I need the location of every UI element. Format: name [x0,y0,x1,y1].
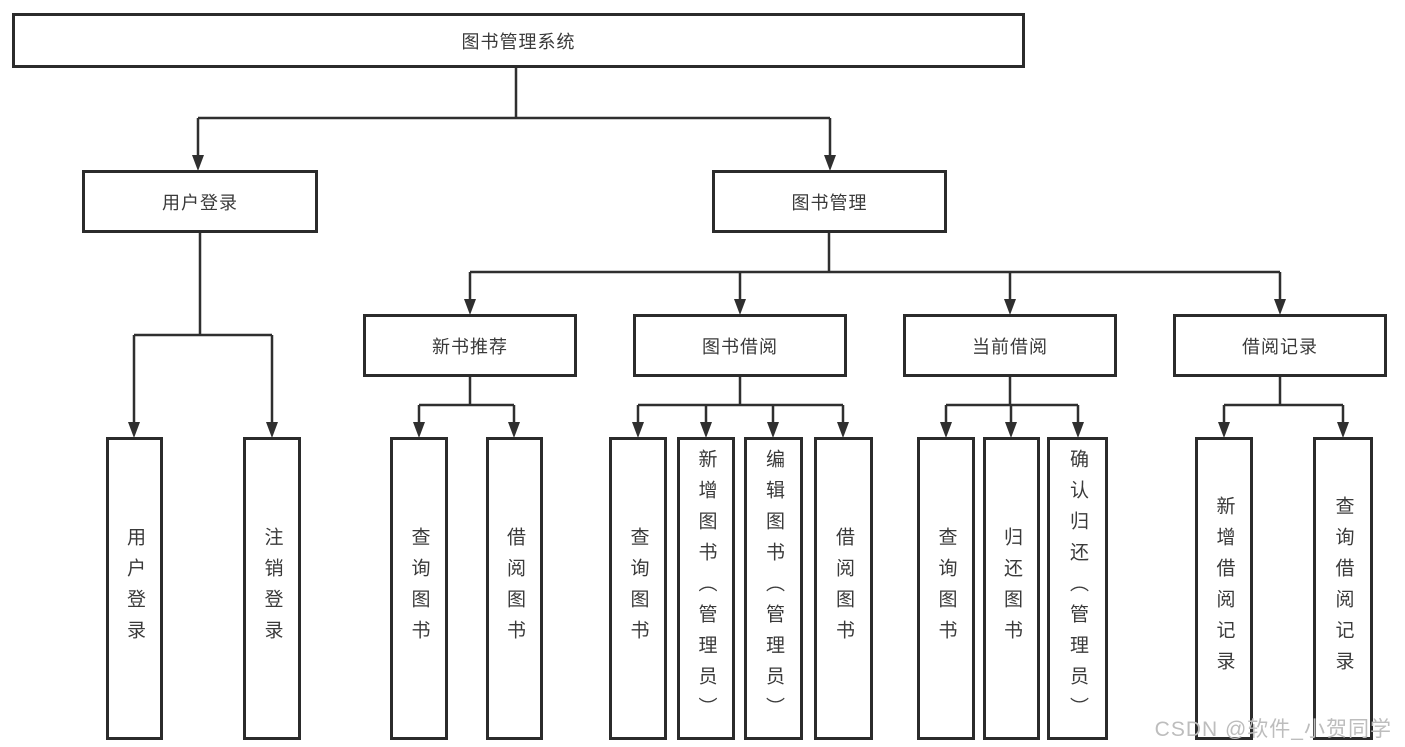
node-label: 借阅记录 [1242,336,1318,357]
arrow-down-icon [767,422,779,438]
node-label: 当前借阅 [972,336,1048,357]
connector-root-to-level2 [196,68,832,158]
arrow-down-icon [940,422,952,438]
connector-newbook-to-leaves [417,377,516,425]
node-book-management: 图书管理 [712,170,947,233]
arrow-down-icon [128,422,140,438]
connector-borrowrecords-to-leaves [1222,377,1345,425]
arrow-down-icon [266,422,278,438]
node-label: 新书推荐 [432,336,508,357]
arrow-down-icon [632,422,644,438]
arrow-down-icon [700,422,712,438]
arrow-down-icon [1218,422,1230,438]
leaf-query-borrow-record: 查询借阅记录 [1313,437,1373,740]
connector-bookborrow-to-leaves [636,377,845,425]
node-label: 用户登录 [162,192,238,213]
arrow-down-icon [192,155,204,171]
leaf-borrow-books: 借阅图书 [814,437,873,740]
node-label: 归还图书 [1001,526,1022,651]
node-new-book-recommend: 新书推荐 [363,314,577,377]
arrow-down-icon [1274,299,1286,315]
node-label: 查询图书 [627,526,649,651]
node-label: 新增借阅记录 [1213,495,1235,682]
node-label: 用户登录 [124,526,145,651]
node-label: 图书管理 [791,192,868,213]
leaf-confirm-return-admin: 确认归还（管理员） [1047,437,1108,740]
leaf-query-books: 查询图书 [609,437,667,740]
arrow-down-icon [824,155,836,171]
node-label: 图书借阅 [702,336,778,357]
leaf-add-borrow-record: 新增借阅记录 [1195,437,1253,740]
node-label: 注销登录 [261,526,283,651]
arrow-down-icon [1337,422,1349,438]
csdn-watermark: CSDN @软件_小贺同学 [1154,718,1392,741]
arrow-down-icon [1005,422,1017,438]
node-label: 新增图书（管理员） [695,449,717,728]
leaf-user-login: 用户登录 [106,437,163,740]
node-label: 查询图书 [935,526,957,651]
arrow-down-icon [1072,422,1084,438]
node-current-borrowing: 当前借阅 [903,314,1117,377]
node-label: 借阅图书 [504,526,525,651]
connector-userlogin-to-leaves [132,233,274,425]
leaf-borrow-books: 借阅图书 [486,437,543,740]
node-label: 查询图书 [408,526,430,651]
arrow-down-icon [413,422,425,438]
arrow-down-icon [837,422,849,438]
node-label: 借阅图书 [833,526,854,651]
node-label: 编辑图书（管理员） [763,449,784,728]
node-book-borrowing: 图书借阅 [633,314,847,377]
node-borrowing-records: 借阅记录 [1173,314,1387,377]
node-label: 确认归还（管理员） [1067,449,1088,728]
node-library-system: 图书管理系统 [12,13,1025,68]
leaf-edit-books-admin: 编辑图书（管理员） [744,437,803,740]
node-label: 查询借阅记录 [1332,495,1354,682]
leaf-return-books: 归还图书 [983,437,1040,740]
arrow-down-icon [464,299,476,315]
node-user-login: 用户登录 [82,170,318,233]
leaf-add-books-admin: 新增图书（管理员） [677,437,735,740]
leaf-query-books: 查询图书 [390,437,448,740]
arrow-down-icon [734,299,746,315]
connector-currentborrow-to-leaves [944,377,1080,425]
arrow-down-icon [508,422,520,438]
leaf-logout: 注销登录 [243,437,301,740]
arrow-down-icon [1004,299,1016,315]
node-label: 图书管理系统 [461,31,576,52]
leaf-query-books: 查询图书 [917,437,975,740]
connector-bookmgmt-to-level3 [468,233,1282,302]
